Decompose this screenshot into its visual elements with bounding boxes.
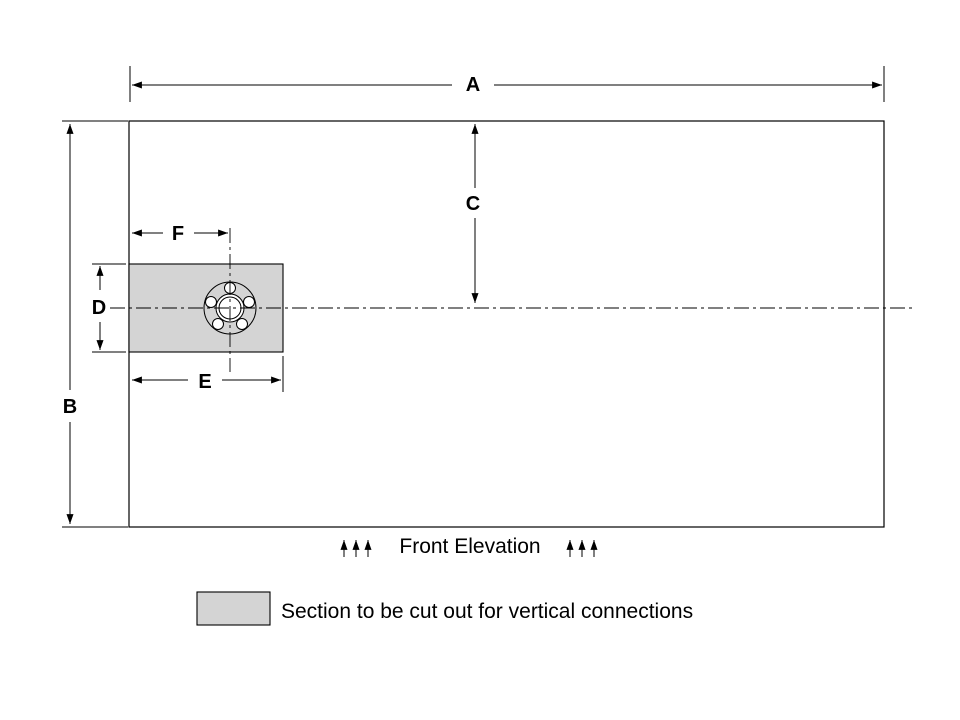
bolt-hole xyxy=(205,296,217,308)
cutout-section xyxy=(128,263,284,353)
dim-label-e: E xyxy=(198,371,211,393)
dim-label-c: C xyxy=(466,193,480,215)
bolt-hole xyxy=(243,296,255,308)
dimension-a: A xyxy=(129,66,885,102)
drawing-caption: Front Elevation xyxy=(399,535,540,558)
legend-swatch xyxy=(196,591,271,626)
bolt-hole xyxy=(212,318,224,330)
dim-label-a: A xyxy=(466,74,480,96)
legend: Section to be cut out for vertical conne… xyxy=(196,591,693,626)
dim-label-d: D xyxy=(92,297,106,319)
dimension-b: B xyxy=(62,120,128,528)
bolt-hole xyxy=(236,318,248,330)
legend-label: Section to be cut out for vertical conne… xyxy=(281,600,693,623)
dimension-f: F xyxy=(132,223,228,245)
dim-label-b: B xyxy=(63,396,77,418)
dimension-c: C xyxy=(466,123,480,303)
dimension-d: D xyxy=(92,263,126,353)
caption-row: Front Elevation xyxy=(340,535,598,558)
dim-label-f: F xyxy=(172,223,184,245)
dimension-e: E xyxy=(132,356,284,393)
